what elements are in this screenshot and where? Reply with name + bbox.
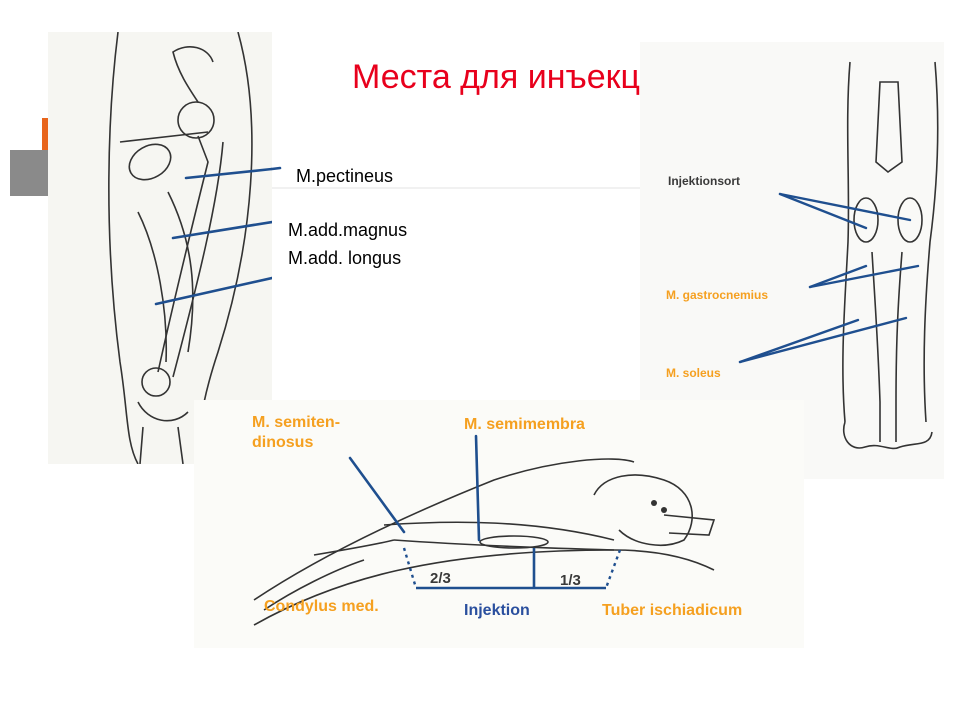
- leg-outline-left: [842, 61, 851, 423]
- pointer-semimembranosus: [474, 434, 481, 542]
- label-injektionsort: Injektionsort: [668, 174, 741, 188]
- pointer-injektionsort-2: [778, 192, 912, 222]
- leg-outline-right: [923, 61, 939, 423]
- calf-left: [853, 197, 879, 243]
- label-one-third: 1/3: [560, 572, 581, 589]
- pelvis-part: [172, 46, 214, 103]
- label-semimembranosus: M. semimembra: [464, 416, 585, 433]
- hamstring-top: [383, 521, 615, 541]
- label-tuber: Tuber ischiadicum: [602, 602, 743, 619]
- shin: [263, 559, 365, 611]
- pointer-ext-1: [270, 166, 282, 171]
- achilles-right: [895, 251, 903, 403]
- label-condylus: Condylus med.: [264, 598, 379, 615]
- femur-right: [172, 141, 224, 378]
- ischium: [663, 514, 716, 536]
- bone-mark-1: [651, 500, 657, 506]
- label-add-longus: M.add. longus: [288, 248, 402, 268]
- achilles-left: [871, 251, 881, 403]
- label-injektion: Injektion: [464, 602, 530, 619]
- patella: [141, 367, 171, 397]
- pointer-add-magnus: [171, 220, 272, 240]
- label-gastrocnemius: M. gastrocnemius: [666, 288, 769, 302]
- muscle-line-2: [167, 191, 194, 353]
- injection-area: [479, 535, 549, 549]
- accent-bar: [42, 118, 48, 154]
- label-soleus: M. soleus: [666, 366, 721, 380]
- label-pectineus: M.pectineus: [296, 166, 394, 186]
- pointer-soleus-2: [738, 316, 908, 364]
- dotted-right: [604, 549, 622, 589]
- thigh-outline-left: [108, 32, 139, 464]
- heel: [843, 421, 933, 450]
- tibia: [139, 426, 184, 464]
- pointer-soleus-1: [738, 318, 860, 364]
- knee-top: [875, 81, 903, 174]
- accent-block: [10, 150, 48, 196]
- hamstring-bottom: [393, 539, 615, 551]
- back-thigh-illustration: M. semiten- dinosus M. semimembra 2/3 1/…: [194, 400, 804, 648]
- muscle-line-1: [137, 211, 168, 363]
- leg-bottom-outline: [253, 549, 715, 626]
- label-semitendinosus-1: M. semiten-: [252, 414, 341, 431]
- pelvis: [593, 474, 693, 546]
- pointer-pectineus: [184, 167, 272, 180]
- bone-mark-2: [661, 507, 667, 513]
- femoral-head: [177, 101, 215, 139]
- pointer-gastro-2: [808, 264, 920, 289]
- slide-title: Места для инъекции: [352, 58, 678, 96]
- knee-line: [313, 539, 395, 556]
- back-thigh-drawing: [253, 434, 716, 626]
- heel-bones: [879, 402, 897, 442]
- knee-joint: [137, 401, 189, 422]
- calf-right: [897, 197, 923, 243]
- pointer-injektionsort-1: [778, 192, 868, 230]
- inguinal-line: [119, 131, 209, 143]
- leg-drawing: [738, 61, 939, 450]
- label-semitendinosus-2: dinosus: [252, 434, 314, 451]
- pointer-add-longus: [154, 276, 272, 306]
- pointer-semitendinosus: [348, 456, 406, 534]
- obturator: [128, 143, 172, 181]
- label-add-magnus: M.add.magnus: [288, 220, 408, 240]
- pointer-gastro-1: [808, 264, 868, 289]
- label-two-thirds: 2/3: [430, 570, 451, 587]
